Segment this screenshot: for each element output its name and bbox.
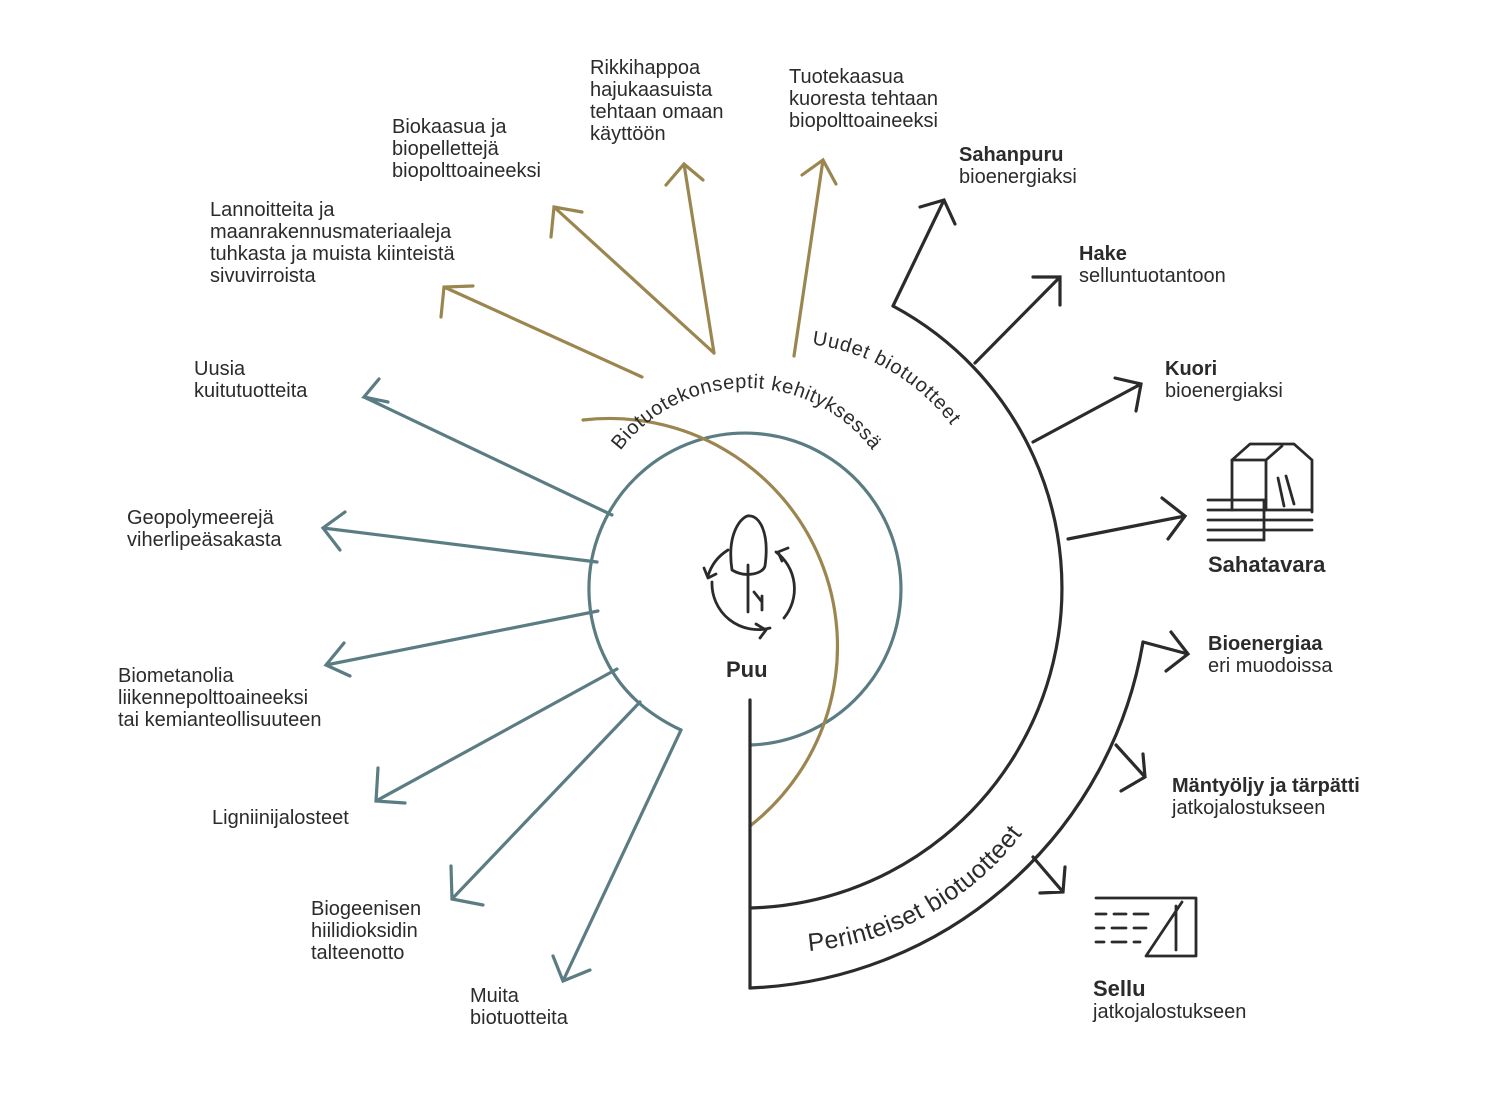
tree-cycle-icon — [702, 514, 796, 640]
output-line: biotuotteita — [470, 1007, 568, 1029]
output-line: liikennepolttoaineeksi — [118, 687, 309, 709]
outer-arrow-hake — [973, 275, 1062, 365]
outer-output-sahatavara: Sahatavara — [1208, 553, 1325, 577]
output-line: käyttöön — [590, 123, 666, 145]
output-sub: eri muodoissa — [1208, 655, 1333, 677]
output-line: Biokaasua ja — [392, 116, 507, 138]
output-head: Bioenergiaa — [1208, 633, 1323, 655]
output-head: Kuori — [1165, 358, 1218, 380]
output-line: Tuotekaasua — [789, 66, 904, 88]
inner-output-muita: Muita biotuotteita — [470, 985, 568, 1029]
svg-text:Perinteiset biotuotteet: Perinteiset biotuotteet — [806, 820, 1027, 957]
output-line: kuitutuotteita — [194, 380, 308, 402]
output-line: Biogeenisen — [311, 898, 422, 920]
outer-arrow-mantyoljy — [1114, 743, 1147, 793]
inner-output-kuitutuotteita: Uusia kuitutuotteita — [194, 358, 307, 402]
outer-output-sahanpuru: Sahanpuru bioenergiaksi — [959, 144, 1077, 188]
output-line: Uusia — [194, 358, 246, 380]
outer-output-bioenergiaa: Bioenergiaa eri muodoissa — [1208, 633, 1333, 677]
output-line: Biometanolia — [118, 665, 234, 687]
inner-ring-label: Biotuotekonseptit kehityksessä — [607, 371, 885, 454]
middle-arrow-rikkihappoa — [664, 161, 716, 355]
outer-ring-group — [748, 198, 1191, 990]
output-line: Ligniinijalosteet — [212, 807, 349, 829]
outer-arrow-sahatavara — [1066, 496, 1188, 541]
outer-ring-lower — [748, 640, 1145, 990]
outer-arrow-kuori — [1031, 376, 1143, 444]
inner-arrow-hiilidioksidi — [449, 700, 642, 907]
middle-output-lannoitteita: Lannoitteita ja maanrakennusmateriaaleja… — [210, 199, 455, 287]
inner-output-geopolymeereja: Geopolymeerejä viherlipeäsakasta — [127, 507, 282, 551]
output-line: sivuvirroista — [210, 265, 316, 287]
output-head: Mäntyöljy ja tärpätti — [1172, 775, 1360, 797]
output-line: kuoresta tehtaan — [789, 88, 938, 110]
center-label: Puu — [726, 657, 768, 682]
output-line: maanrakennusmateriaaleja — [210, 221, 452, 243]
outer-ring-label: Perinteiset biotuotteet — [806, 820, 1027, 957]
output-sub: jatkojalostukseen — [1093, 1001, 1247, 1023]
output-line: viherlipeäsakasta — [127, 529, 282, 551]
output-head: Sellu — [1093, 976, 1146, 1001]
inner-output-hiilidioksidi: Biogeenisen hiilidioksidin talteenotto — [311, 898, 421, 964]
output-line: Muita — [470, 985, 519, 1007]
output-line: biopolttoaineeksi — [789, 110, 938, 132]
output-sub: bioenergiaksi — [959, 166, 1077, 188]
output-line: Geopolymeerejä — [127, 507, 274, 529]
outer-output-sellu: Sellu jatkojalostukseen — [1093, 976, 1247, 1024]
inner-arrow-kuitutuotteita — [361, 377, 614, 517]
inner-arrow-geopolymeereja — [320, 510, 599, 564]
output-line: biopellettejä — [392, 138, 499, 160]
output-line: Rikkihappoa — [590, 57, 701, 79]
output-head: Sahanpuru — [959, 144, 1064, 166]
outer-arrow-bioenergiaa — [1141, 630, 1191, 673]
inner-arrow-biometanolia — [323, 609, 600, 678]
output-line: Lannoitteita ja — [210, 199, 335, 221]
inner-output-biometanolia: Biometanolia liikennepolttoaineeksi tai … — [118, 665, 321, 731]
inner-output-ligniini: Ligniinijalosteet — [212, 807, 349, 829]
output-line: tuhkasta ja muista kiinteistä — [210, 243, 455, 265]
output-line: hajukaasuista — [590, 79, 713, 101]
middle-output-biokaasua: Biokaasua ja biopellettejä biopolttoaine… — [392, 116, 541, 182]
middle-ring-group — [439, 157, 840, 828]
middle-arrow-lannoitteita — [439, 284, 644, 379]
sawmill-icon — [1206, 442, 1314, 542]
pulp-mill-icon — [1094, 896, 1198, 958]
middle-output-rikkihappoa: Rikkihappoa hajukaasuista tehtaan omaan … — [590, 57, 723, 145]
inner-arrow-ligniini — [374, 667, 619, 805]
middle-arrow-tuotekaasua — [792, 157, 838, 358]
output-head: Hake — [1079, 243, 1127, 265]
outer-output-mantyoljy: Mäntyöljy ja tärpätti jatkojalostukseen — [1172, 775, 1360, 819]
outer-ring-upper — [748, 304, 1064, 990]
svg-text:Biotuotekonseptit kehityksessä: Biotuotekonseptit kehityksessä — [607, 371, 886, 454]
middle-arrow-biokaasua — [549, 205, 716, 355]
inner-arrow-muita — [551, 728, 683, 984]
output-line: hiilidioksidin — [311, 920, 418, 942]
inner-ring — [587, 431, 903, 747]
output-sub: bioenergiaksi — [1165, 380, 1283, 402]
outer-output-kuori: Kuori bioenergiaksi — [1165, 358, 1283, 402]
output-sub: jatkojalostukseen — [1172, 797, 1326, 819]
middle-output-tuotekaasua: Tuotekaasua kuoresta tehtaan biopolttoai… — [789, 66, 938, 132]
output-line: biopolttoaineeksi — [392, 160, 541, 182]
outer-arrow-sahanpuru — [891, 198, 957, 308]
output-head: Sahatavara — [1208, 552, 1326, 577]
inner-ring-group — [320, 377, 903, 984]
output-line: tai kemianteollisuuteen — [118, 709, 322, 731]
middle-ring — [581, 416, 840, 828]
output-line: tehtaan omaan — [590, 101, 724, 123]
output-sub: selluntuotantoon — [1079, 265, 1226, 287]
output-line: talteenotto — [311, 942, 405, 964]
outer-arrow-sellu — [1031, 855, 1067, 895]
outer-output-hake: Hake selluntuotantoon — [1079, 243, 1226, 287]
